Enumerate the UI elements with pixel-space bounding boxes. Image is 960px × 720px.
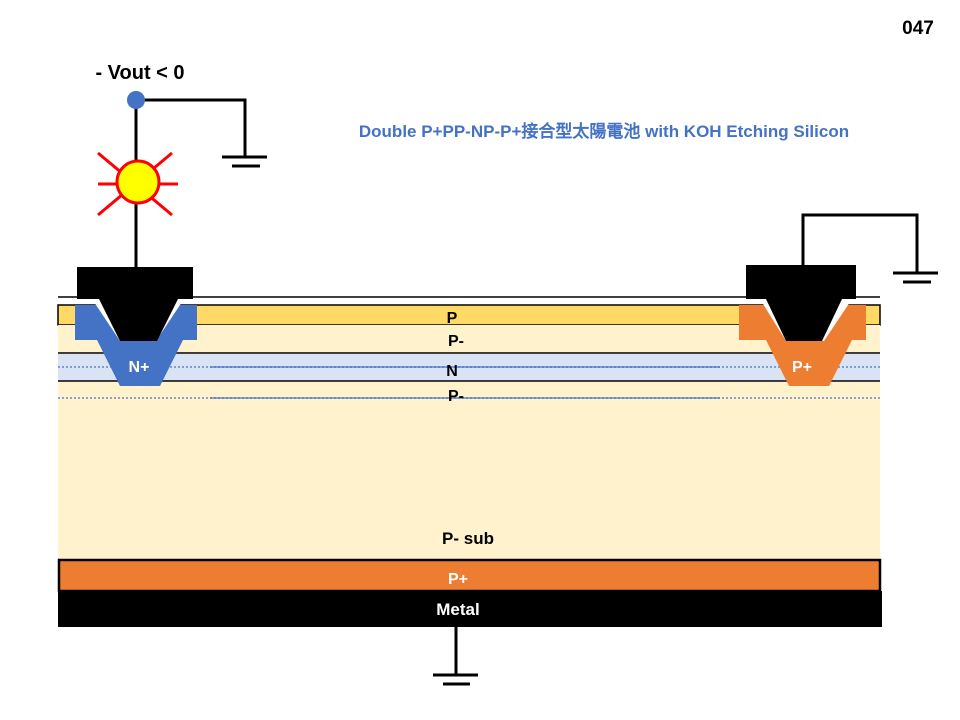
vout-label: - Vout < 0 <box>95 62 184 84</box>
bottom-circuit <box>433 627 478 686</box>
output-node-dot <box>127 91 145 109</box>
right-contact: P+ <box>730 265 880 386</box>
label-n: N <box>446 363 458 380</box>
label-p: P <box>447 310 458 327</box>
right-metal-electrode <box>746 265 856 341</box>
label-p-plus-right: P+ <box>792 359 812 376</box>
ground-icon <box>222 155 267 168</box>
ground-icon <box>893 271 938 284</box>
right-circuit <box>801 213 938 284</box>
left-contact: N+ <box>58 267 210 386</box>
label-metal: Metal <box>436 600 479 619</box>
label-p-sub: P- sub <box>442 529 494 548</box>
light-source-icon <box>97 151 178 217</box>
page-number: 047 <box>902 18 934 39</box>
label-n-plus: N+ <box>129 359 150 376</box>
left-circuit <box>97 91 267 267</box>
label-p-plus-bottom: P+ <box>448 571 468 588</box>
layer-stack <box>57 296 882 627</box>
p-sub-layer <box>58 382 880 559</box>
label-p-minus-2: P- <box>448 388 464 405</box>
label-p-minus-1: P- <box>448 333 464 350</box>
p-plus-bottom-layer <box>57 558 882 593</box>
slide-title: Double P+PP-NP-P+接合型太陽電池 with KOH Etchin… <box>359 121 849 141</box>
ground-icon <box>433 673 478 686</box>
metal-layer <box>58 591 882 627</box>
left-metal-electrode <box>77 267 193 341</box>
